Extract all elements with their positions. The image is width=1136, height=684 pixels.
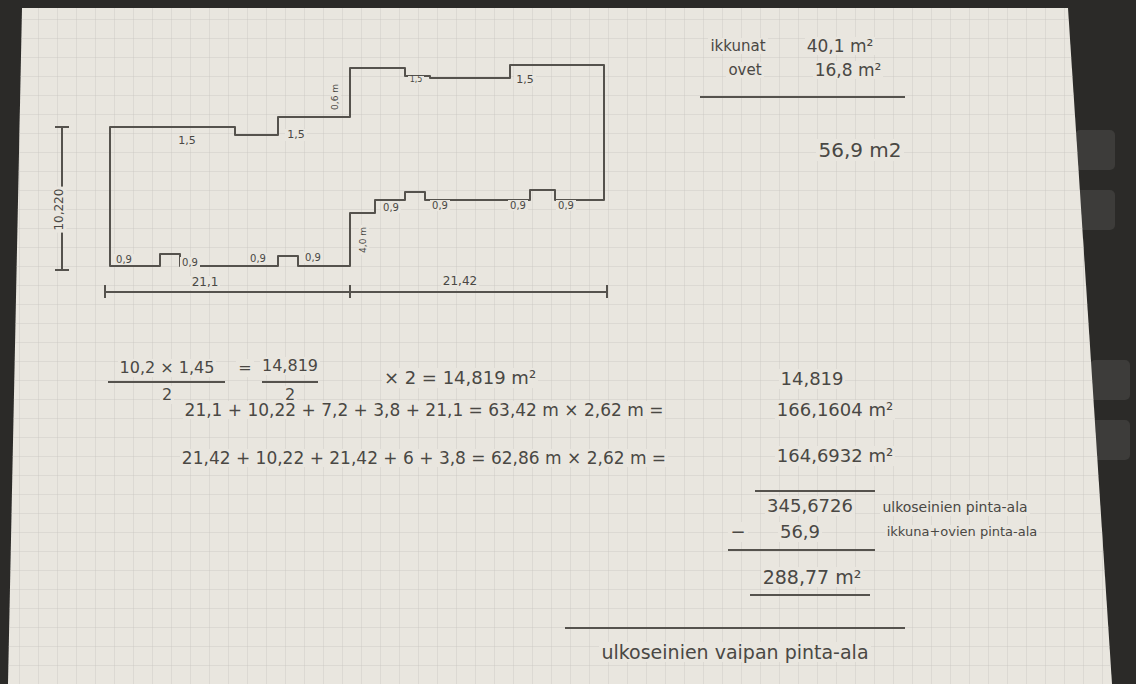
handwritten-label: ovet [726, 62, 763, 79]
handwritten-label: × 2 = 14,819 m² [382, 368, 538, 388]
handwritten-label: 0,9 [430, 200, 450, 211]
handwritten-label: 0,9 [114, 254, 134, 265]
handwritten-label: 16,8 m² [813, 61, 884, 80]
handwritten-label: 288,77 m² [761, 567, 864, 588]
handwritten-label: 21,1 + 10,22 + 7,2 + 3,8 + 21,1 = 63,42 … [183, 401, 666, 420]
handwritten-label: 56,9 [778, 522, 822, 542]
handwritten-label: 21,1 [190, 276, 221, 289]
handwritten-label: 166,1604 m² [775, 400, 895, 420]
handwritten-label: 0,6 m [331, 82, 341, 112]
handwritten-label: 0,9 [248, 253, 268, 264]
handwritten-label: 2 [160, 386, 174, 404]
handwritten-label: 1,5 [408, 76, 425, 85]
handwritten-label: 40,1 m² [805, 37, 876, 56]
handwritten-label: 1,5 [285, 129, 307, 141]
handwritten-label: 4,0 m [359, 225, 369, 255]
handwritten-label: ikkunat [708, 38, 767, 55]
handwritten-label: 10,2 × 1,45 [118, 359, 217, 377]
handwritten-label: 56,9 m2 [816, 139, 903, 161]
handwritten-label: 0,9 [508, 200, 528, 211]
handwritten-label: 0,9 [556, 200, 576, 211]
handwritten-label: 0,9 [303, 252, 323, 263]
handwritten-label: ikkuna+ovien pinta-ala [885, 525, 1040, 539]
handwritten-label: 0,9 [381, 202, 401, 213]
handwritten-label: ulkoseinien pinta-ala [880, 500, 1029, 515]
handwritten-label: = [236, 359, 253, 377]
handwritten-label: 1,5 [514, 74, 536, 86]
handwritten-label: 164,6932 m² [775, 446, 895, 466]
handwritten-label: 1,5 [176, 135, 198, 147]
handwritten-label: 21,42 + 10,22 + 21,42 + 6 + 3,8 = 62,86 … [180, 449, 668, 468]
handwritten-label: 345,6726 [765, 496, 855, 516]
handwritten-label: 10,220 [53, 187, 66, 233]
handwritten-label: 14,819 [260, 357, 320, 375]
handwritten-label: ulkoseinien vaipan pinta-ala [599, 642, 870, 663]
handwritten-label: 14,819 [779, 369, 846, 389]
handwritten-label: 0,9 [180, 257, 200, 268]
handwritten-label: 21,42 [441, 275, 479, 288]
handwritten-label: − [728, 522, 747, 542]
